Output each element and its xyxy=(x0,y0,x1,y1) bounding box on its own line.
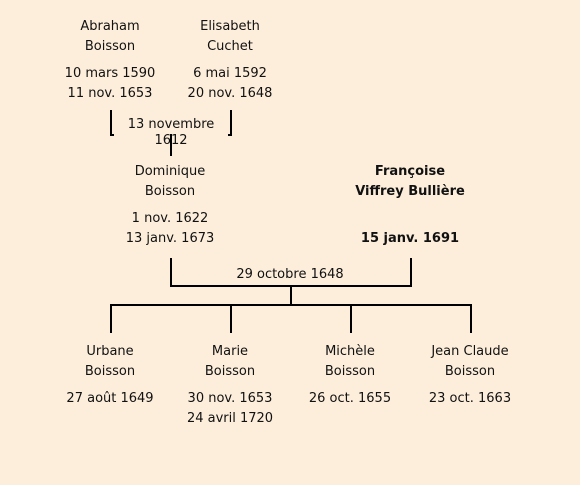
death-date: 24 avril 1720 xyxy=(186,411,274,426)
connector-line xyxy=(110,304,112,333)
person-dates: 30 nov. 1653 24 avril 1720 xyxy=(155,389,305,429)
person-last-name: Cuchet xyxy=(207,39,253,54)
death-date: 11 nov. 1653 xyxy=(67,86,153,101)
person-jean-claude-boisson: Jean Claude Boisson 23 oct. 1663 xyxy=(395,342,545,409)
person-first-name: Dominique xyxy=(134,164,206,179)
person-dates: 26 oct. 1655 xyxy=(275,389,425,409)
birth-date xyxy=(335,209,485,229)
person-francoise-viffrey-bulliere: Françoise Viffrey Bullière 15 janv. 1691 xyxy=(335,162,485,249)
person-michele-boisson: Michèle Boisson 26 oct. 1655 xyxy=(275,342,425,409)
person-urbane-boisson: Urbane Boisson 27 août 1649 xyxy=(35,342,185,409)
birth-date: 26 oct. 1655 xyxy=(308,391,392,406)
person-last-name: Viffrey Bullière xyxy=(355,184,465,199)
person-last-name: Boisson xyxy=(324,364,376,379)
person-last-name: Boisson xyxy=(444,364,496,379)
person-marie-boisson: Marie Boisson 30 nov. 1653 24 avril 1720 xyxy=(155,342,305,429)
person-first-name: Michèle xyxy=(325,344,375,359)
children-bar xyxy=(110,304,472,306)
birth-date: 27 août 1649 xyxy=(66,391,154,406)
birth-date: 23 oct. 1663 xyxy=(428,391,512,406)
connector-line xyxy=(230,110,232,136)
connector-line xyxy=(410,258,412,287)
person-last-name: Boisson xyxy=(144,184,196,199)
connector-line xyxy=(350,304,352,333)
birth-date: 1 nov. 1622 xyxy=(131,211,209,226)
person-last-name: Boisson xyxy=(84,39,136,54)
person-dominique-boisson: Dominique Boisson 1 nov. 1622 13 janv. 1… xyxy=(95,162,245,249)
person-first-name: Elisabeth xyxy=(200,19,260,34)
person-elisabeth-cuchet: Elisabeth Cuchet 6 mai 1592 20 nov. 1648 xyxy=(155,17,305,104)
birth-date: 30 nov. 1653 xyxy=(187,391,273,406)
person-last-name: Boisson xyxy=(84,364,136,379)
person-first-name: Jean Claude xyxy=(431,344,509,359)
connector-line xyxy=(230,304,232,333)
person-dates: 27 août 1649 xyxy=(35,389,185,409)
person-first-name: Abraham xyxy=(80,19,140,34)
marriage-date-label: 29 octobre 1648 xyxy=(232,267,348,283)
person-dates: 10 mars 1590 11 nov. 1653 xyxy=(35,64,185,104)
person-first-name: Françoise xyxy=(374,164,446,179)
person-dates: 6 mai 1592 20 nov. 1648 xyxy=(155,64,305,104)
connector-line xyxy=(290,285,292,305)
death-date: 15 janv. 1691 xyxy=(360,231,460,246)
person-abraham-boisson: Abraham Boisson 10 mars 1590 11 nov. 165… xyxy=(35,17,185,104)
connector-line xyxy=(170,134,172,156)
person-last-name: Boisson xyxy=(204,364,256,379)
person-dates: 23 oct. 1663 xyxy=(395,389,545,409)
birth-date: 10 mars 1590 xyxy=(64,66,156,81)
person-first-name: Marie xyxy=(211,344,249,359)
death-date: 13 janv. 1673 xyxy=(125,231,215,246)
person-dates: 1 nov. 1622 13 janv. 1673 xyxy=(95,209,245,249)
birth-date: 6 mai 1592 xyxy=(193,66,267,81)
connector-line xyxy=(470,304,472,333)
death-date: 20 nov. 1648 xyxy=(187,86,273,101)
connector-line xyxy=(170,258,172,287)
person-first-name: Urbane xyxy=(86,344,134,359)
person-dates: 15 janv. 1691 xyxy=(335,209,485,249)
connector-line xyxy=(110,110,112,136)
